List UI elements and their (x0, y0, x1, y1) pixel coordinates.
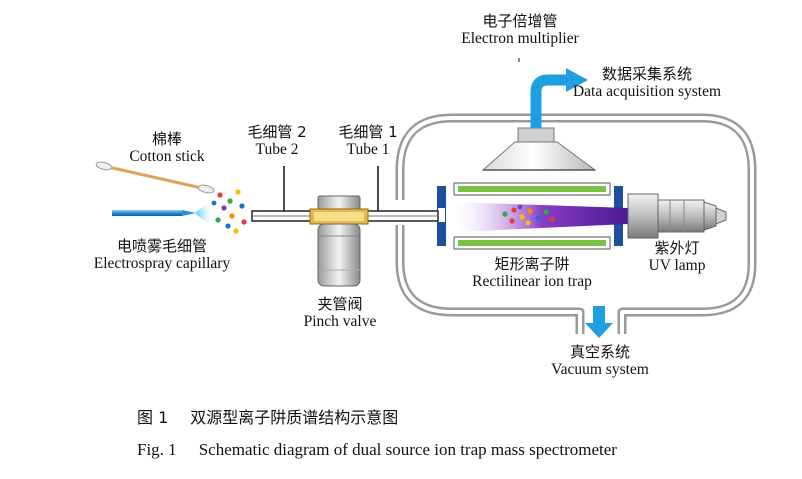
cotton-stick-en: Cotton stick (129, 148, 205, 166)
pinch-valve-cn: 夹管阀 (317, 295, 363, 313)
tube2-label: 毛细管 2 Tube 2 (232, 123, 322, 159)
data-acquisition-label: 数据采集系统 Data acquisition system (544, 65, 750, 101)
pinch-valve-label: 夹管阀 Pinch valve (280, 295, 400, 331)
data-acquisition-cn: 数据采集系统 (601, 65, 692, 83)
tube2-en: Tube 2 (255, 141, 299, 159)
tube1-en: Tube 1 (346, 141, 390, 159)
vacuum-en: Vacuum system (551, 361, 649, 379)
vacuum-system-label: 真空系统 Vacuum system (530, 343, 670, 379)
electrospray-en: Electrospray capillary (93, 255, 231, 273)
spray-plume (194, 200, 214, 228)
electrospray-cn: 电喷雾毛细管 (116, 237, 207, 255)
vacuum-arrow (585, 306, 613, 338)
uv-lamp-cn: 紫外灯 (654, 239, 700, 257)
pinch-valve (309, 195, 369, 287)
ion-trap-cn: 矩形离子阱 (494, 255, 570, 273)
tube1-label: 毛细管 1 Tube 1 (323, 123, 413, 159)
tube1-cn: 毛细管 1 (338, 123, 398, 141)
electron-multiplier-en: Electron multiplier (461, 30, 579, 48)
caption-cn: 图 1 双源型离子阱质谱结构示意图 (137, 404, 398, 428)
electrospray-capillary (112, 200, 214, 228)
data-output-arrow (530, 68, 588, 128)
caption-en: Fig. 1 Schematic diagram of dual source i… (137, 440, 617, 460)
data-acquisition-en: Data acquisition system (572, 83, 722, 101)
cotton-stick-cn: 棉棒 (151, 130, 182, 148)
caption-en-number: Fig. 1 (137, 440, 177, 459)
ion-particles-source (211, 189, 247, 234)
ion-trap-label: 矩形离子阱 Rectilinear ion trap (452, 255, 612, 291)
caption-cn-text: 双源型离子阱质谱结构示意图 (190, 408, 399, 427)
electron-multiplier-cn: 电子倍增管 (482, 12, 558, 30)
electron-multiplier-funnel (481, 127, 597, 171)
uv-lamp (627, 193, 727, 239)
cotton-stick-label: 棉棒 Cotton stick (112, 130, 222, 166)
vacuum-chamber (395, 113, 757, 334)
electron-multiplier-label: 电子倍增管 Electron multiplier (396, 12, 644, 48)
pinch-valve-en: Pinch valve (303, 313, 377, 331)
uv-lamp-label: 紫外灯 UV lamp (632, 239, 722, 275)
ion-trap-en: Rectilinear ion trap (472, 273, 592, 291)
ion-beam (455, 202, 628, 232)
electrospray-label: 电喷雾毛细管 Electrospray capillary (72, 237, 252, 273)
uv-lamp-en: UV lamp (648, 257, 706, 275)
vacuum-cn: 真空系统 (569, 343, 630, 361)
caption-cn-number: 图 1 (137, 408, 169, 427)
ion-particles-trap (502, 204, 555, 226)
caption-en-text: Schematic diagram of dual source ion tra… (198, 440, 617, 459)
tube2-cn: 毛细管 2 (247, 123, 307, 141)
cotton-stick (95, 161, 215, 194)
